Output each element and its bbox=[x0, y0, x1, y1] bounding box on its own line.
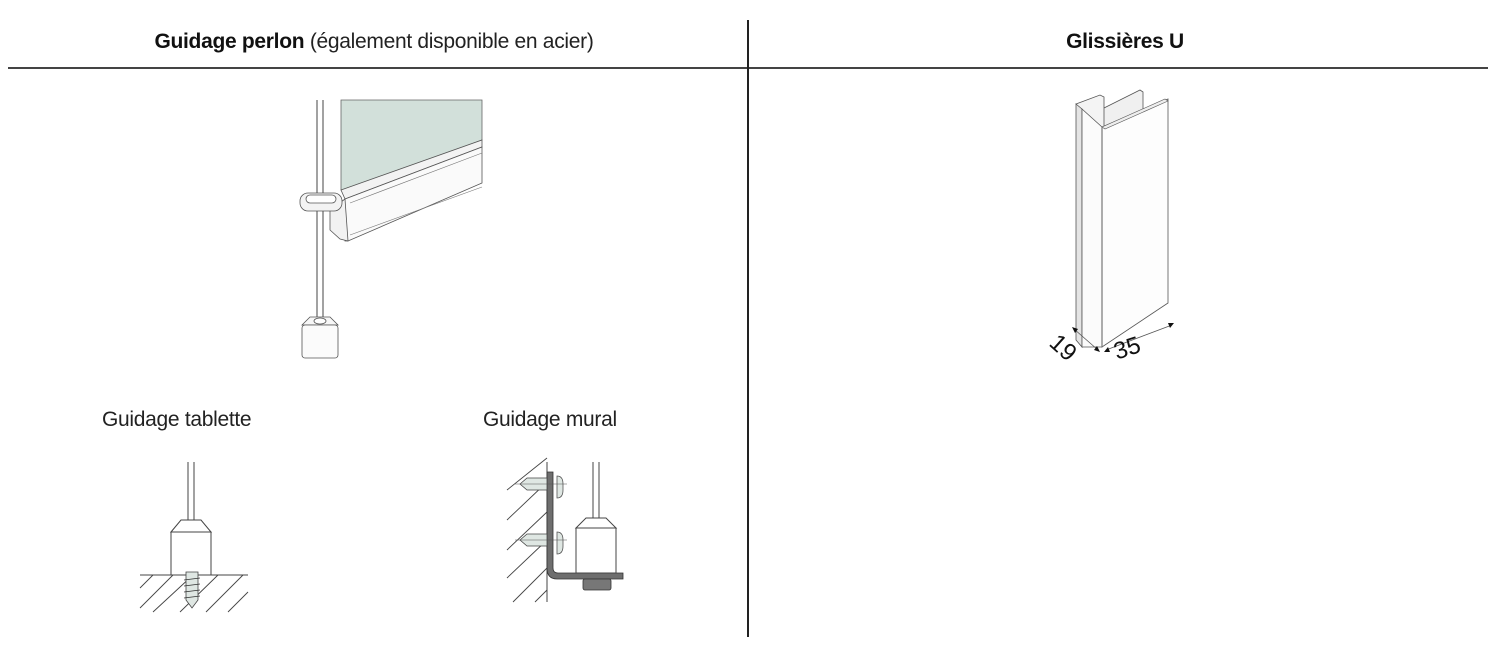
shelf-guide-illustration bbox=[139, 462, 249, 613]
perlon-guide-illustration bbox=[299, 99, 483, 359]
wall-guide-illustration bbox=[506, 457, 624, 603]
u-rail-title-bold: Glissières U bbox=[1066, 30, 1184, 53]
u-rail-title: Glissières U bbox=[750, 22, 1500, 62]
column-divider bbox=[747, 20, 749, 637]
perlon-guide-title-bold: Guidage perlon bbox=[154, 30, 305, 53]
shelf-guide-label: Guidage tablette bbox=[102, 408, 252, 431]
perlon-guide-title: Guidage perlon (également disponible en … bbox=[0, 22, 748, 62]
perlon-guide-title-note: (également disponible en acier) bbox=[304, 30, 594, 53]
u-rail-illustration bbox=[1072, 89, 1174, 352]
wall-guide-label: Guidage mural bbox=[483, 408, 617, 431]
